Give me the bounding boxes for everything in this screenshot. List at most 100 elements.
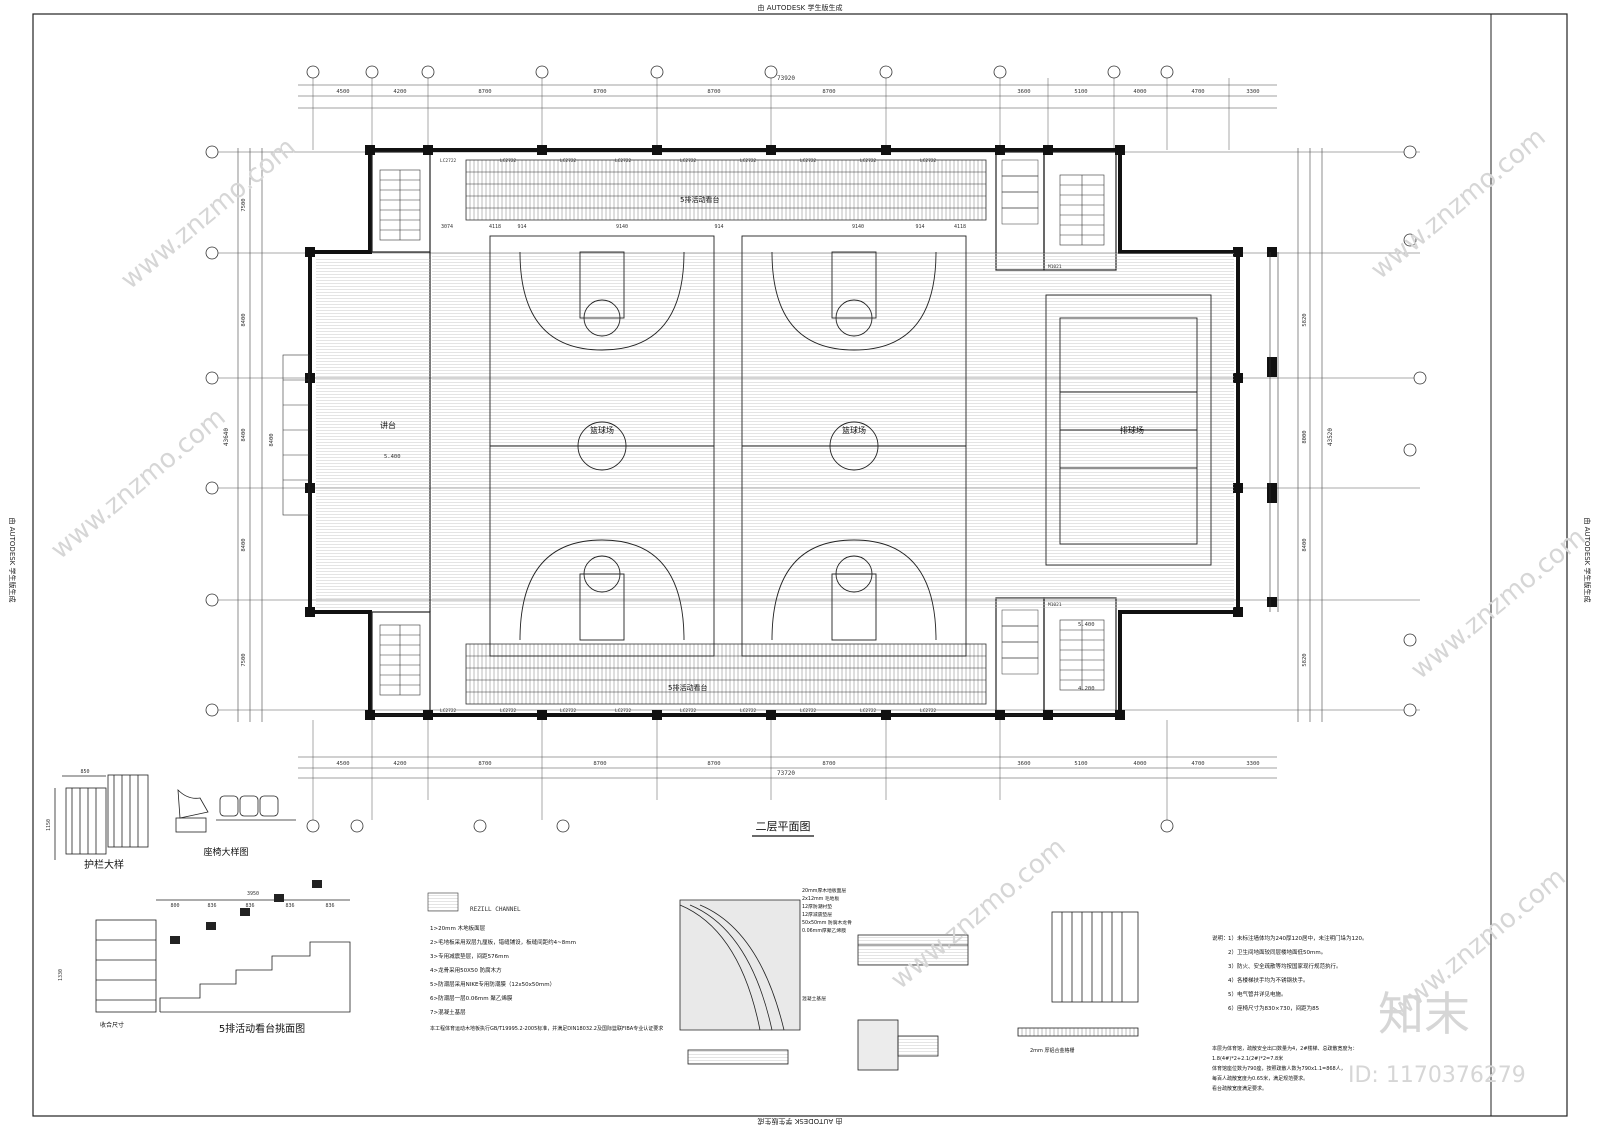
top-dim: 4500: [336, 89, 349, 95]
spec-line: 3>专用减震垫层，间距576mm: [430, 952, 509, 960]
top-dims: 4500 4200 8700 8700 8700 8700 3600 5100 …: [336, 89, 1259, 95]
floor-note: 1.8(4#)*2+2.1(2#)*2=7.8米: [1212, 1055, 1283, 1062]
window-tag: LC2722: [680, 158, 697, 164]
railing-dim-w: 850: [80, 769, 89, 775]
north-bleachers: [465, 159, 987, 221]
chair-title: 座椅大样图: [203, 846, 248, 858]
watermark-text: www.znzmo.com: [885, 832, 1071, 995]
general-notes: 说明： 1）未标注墙体均为240厚120居中，未注明门垛为120。 2）卫生间地…: [1212, 934, 1368, 1012]
section-total-dim: 3950: [247, 891, 259, 897]
bottom-dim: 4000: [1133, 761, 1146, 767]
court-label-1: 篮球场: [590, 425, 614, 435]
court-label-2: 篮球场: [842, 425, 866, 435]
bleacher-note-south: 5排活动看台: [668, 683, 707, 692]
section-seats: [170, 880, 322, 944]
window-tag: LC2722: [860, 708, 877, 714]
autodesk-stamp-bottom: 由 AUTODESK 学生版生成: [758, 1117, 843, 1126]
layer-label: 混凝土基层: [802, 995, 826, 1002]
bottom-dim: 8700: [822, 761, 835, 767]
elevation-mark-1: 5.400: [384, 454, 401, 460]
door-tag: M1021: [1048, 602, 1062, 608]
watermark-text: www.znzmo.com: [1365, 122, 1551, 285]
window-tag: LC2722: [560, 158, 577, 164]
top-dim: 8700: [478, 89, 491, 95]
elevation-mark-3: 4.200: [1078, 686, 1095, 692]
layer-label: 12厚防潮衬垫: [802, 903, 832, 910]
chair-detail: [175, 788, 296, 833]
overall-dimension-bottom: 73720: [777, 770, 795, 777]
volleyball-court: [1045, 294, 1212, 566]
window-tag: LC2722: [740, 158, 757, 164]
note-line: 3）防火、安全疏散等均按国家现行规范执行。: [1228, 962, 1342, 970]
floor-layer-detail: [679, 899, 801, 1065]
bottom-dim: 4200: [393, 761, 406, 767]
window-tag: LC2722: [615, 158, 632, 164]
bleacher-section-detail: [95, 899, 351, 1013]
window-tag: LC2722: [740, 708, 757, 714]
section-sub-label: 收合尺寸: [100, 1021, 124, 1029]
seat-dim: 914: [517, 224, 526, 230]
left-dim: 8400: [241, 428, 247, 441]
section-dim: 836: [325, 903, 334, 909]
layer-label: 50x50mm 防腐木龙骨: [802, 919, 852, 926]
left-dim: 7500: [241, 198, 247, 211]
door-tag: M1021: [1048, 264, 1062, 270]
top-dim: 5100: [1074, 89, 1087, 95]
spec-line: 2>毛地板采用双层九厘板，错缝铺设，板缝间距约4~8mm: [430, 938, 576, 946]
sheet-border: [32, 13, 1568, 1117]
spec-line: 6>防潮层一层0.06mm 聚乙烯膜: [430, 994, 513, 1002]
bottom-dim: 8700: [478, 761, 491, 767]
section-dim: 836: [207, 903, 216, 909]
section-dim: 836: [285, 903, 294, 909]
watermark-text: www.znzmo.com: [1405, 522, 1591, 685]
overall-dimension-top: 73920: [777, 75, 795, 82]
rezill-swatch: [427, 892, 459, 912]
watermark-text: www.znzmo.com: [45, 402, 231, 565]
bottom-dim: 3300: [1246, 761, 1259, 767]
resource-id: ID: 1170376279: [1348, 1063, 1526, 1088]
spec-line: 1>20mm 木地板面层: [430, 924, 486, 932]
layer-label: 20mm厚木地板面层: [802, 887, 846, 894]
note-line: 6）座椅尺寸为830×730，间距为85: [1228, 1004, 1320, 1012]
seat-dim: 4118: [489, 224, 501, 230]
window-tag: LC2722: [615, 708, 632, 714]
rezill-label: REZILL CHANNEL: [470, 906, 521, 913]
layer-label: 12厚减震垫层: [802, 911, 832, 918]
overall-height-left: 43640: [223, 428, 230, 446]
basketball-court-2: [741, 235, 967, 657]
spec-line: 7>混凝土基层: [430, 1008, 466, 1016]
left-dim: 8400: [241, 538, 247, 551]
bottom-dim: 8700: [707, 761, 720, 767]
section-title: 5排活动看台挑面图: [219, 1022, 305, 1035]
window-tag: LC2722: [860, 158, 877, 164]
section-dims: 800 836 836 836 836: [170, 903, 334, 909]
seat-dim: 3074: [441, 224, 453, 230]
floor-note: 本层为体育馆，疏散安全出口数量为4，2#楼梯、总疏散宽度为：: [1212, 1045, 1358, 1052]
layer-labels: 20mm厚木地板面层 2x12mm 毛地板 12厚防潮衬垫 12厚减震垫层 50…: [802, 887, 852, 1002]
left-dim: 8400: [269, 433, 275, 446]
top-dim: 4700: [1191, 89, 1204, 95]
window-tag: LC2722: [440, 158, 457, 164]
window-tag: LC2722: [800, 708, 817, 714]
floor-note: 每百人疏散宽度为0.65米，满足规范要求。: [1212, 1075, 1308, 1082]
left-dim: 8400: [241, 313, 247, 326]
bottom-dim: 4700: [1191, 761, 1204, 767]
section-dim: 836: [245, 903, 254, 909]
floor-note: 看台疏散宽度满足要求。: [1212, 1085, 1267, 1092]
railing-detail: [54, 774, 149, 860]
note-line: 2）卫生间地面较同层楼地面低50mm。: [1228, 948, 1326, 956]
top-dim: 4000: [1133, 89, 1146, 95]
bottom-dims: 4500 4200 8700 8700 8700 8700 3600 5100 …: [336, 761, 1259, 767]
left-dims: 7500 8400 8400 8400 8400 7500: [241, 198, 275, 666]
seat-dim: 914: [915, 224, 924, 230]
autodesk-stamp-left: 由 AUTODESK 学生版生成: [8, 518, 17, 603]
south-bleachers: [465, 643, 987, 705]
stage-floor-hatch: [316, 258, 430, 608]
right-dim: 8400: [1302, 538, 1308, 551]
window-tag: LC2722: [500, 158, 517, 164]
seat-dims: 3074 4118 914 9140 914 9140 914 4118: [441, 224, 966, 230]
basketball-court-1: [489, 235, 715, 657]
autodesk-stamp-top: 由 AUTODESK 学生版生成: [758, 3, 843, 12]
note-line: 5）电气管井详见电施。: [1228, 990, 1287, 998]
